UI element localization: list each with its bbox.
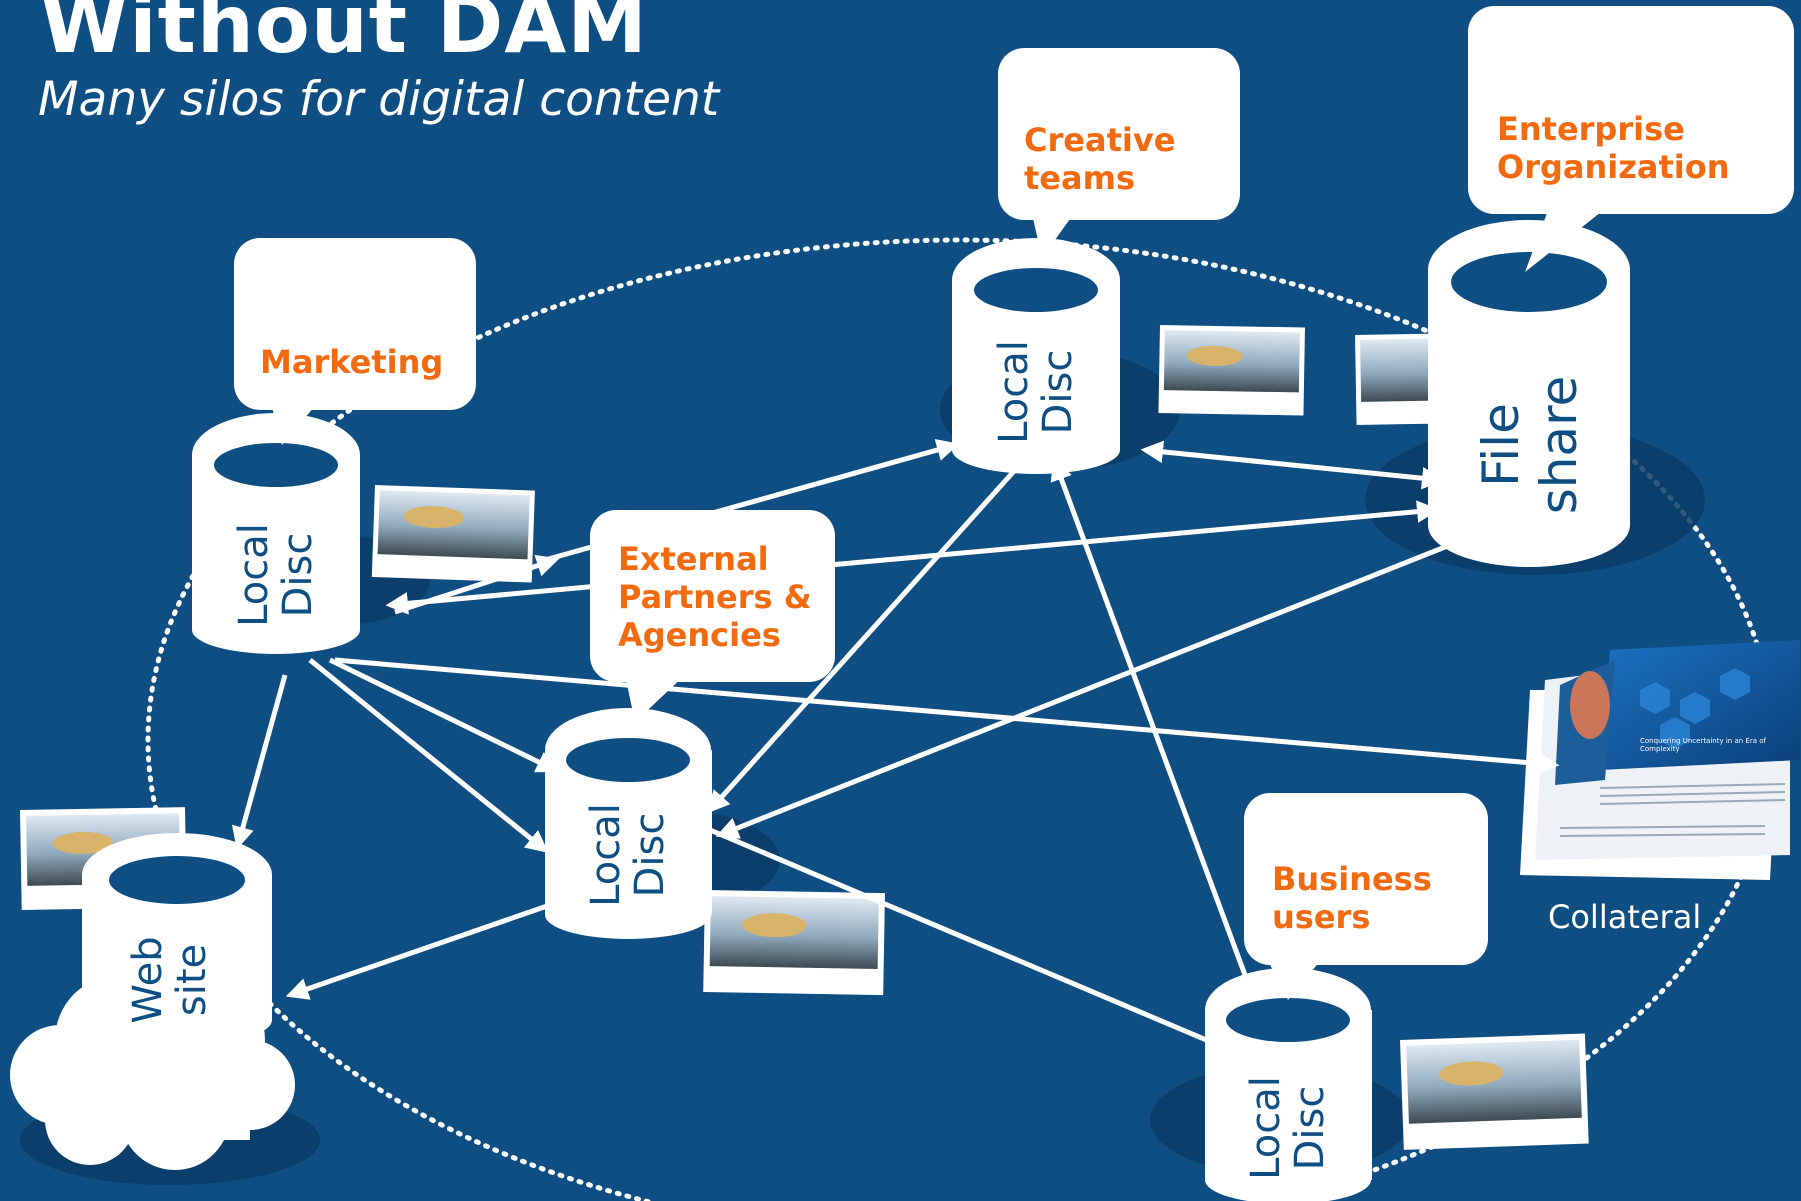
cylinders: [82, 220, 1630, 1201]
arrow-icon: [285, 902, 551, 1000]
database-cylinder-icon: [545, 708, 712, 939]
connector-arrows: [231, 439, 1560, 1054]
arrow-icon: [1140, 440, 1445, 490]
business-bubble: [1244, 793, 1488, 965]
photo-thumbnail-icon: [1400, 1033, 1589, 1150]
photo-thumbnail-icon: [1158, 325, 1305, 416]
database-cylinder-icon: [82, 833, 272, 1046]
arrow-icon: [709, 827, 1235, 1054]
arrow-icon: [715, 542, 1451, 839]
creative-label: Creative teams: [1024, 121, 1176, 197]
web-site-label: Web site: [125, 936, 215, 1024]
external-bubble: [590, 510, 835, 682]
collateral-label: Collateral: [1548, 898, 1702, 936]
arrow-icon: [334, 657, 1560, 775]
external-label: External Partners & Agencies: [618, 540, 812, 654]
page-subtitle: Many silos for digital content: [38, 72, 720, 127]
external-disc-label: Local Disc: [583, 803, 673, 907]
marketing-label: Marketing: [260, 343, 444, 381]
marketing-bubble: [234, 238, 476, 410]
photo-thumbnail-icon: [1355, 333, 1437, 425]
photo-thumbnail-icon: [371, 484, 535, 583]
database-cylinder-icon: [1428, 220, 1630, 567]
arrow-icon: [1050, 457, 1248, 976]
database-cylinder-icon: [1205, 968, 1372, 1201]
arrow-icon: [231, 674, 288, 850]
arrow-icon: [385, 500, 1440, 615]
arrow-icon: [328, 657, 560, 773]
business-disc-label: Local Disc: [1243, 1076, 1333, 1180]
database-cylinder-icon: [192, 413, 360, 654]
page-title: Without DAM: [40, 0, 648, 71]
brochure-title: Conquering Uncertainty in an Era of Comp…: [1640, 737, 1766, 753]
file-share-label: File share: [1472, 375, 1588, 515]
creative-disc-label: Local Disc: [991, 340, 1081, 444]
marketing-disc-label: Local Disc: [231, 523, 321, 627]
enterprise-bubble: [1468, 6, 1794, 214]
business-label: Business users: [1272, 860, 1432, 936]
brochure-icon: [1520, 640, 1800, 880]
arrow-icon: [394, 554, 560, 615]
photo-thumbnail-icon: [703, 890, 885, 996]
enterprise-label: Enterprise Organization: [1497, 110, 1730, 186]
creative-bubble: [998, 48, 1240, 220]
arrow-icon: [308, 658, 549, 853]
database-cylinder-icon: [952, 238, 1120, 474]
